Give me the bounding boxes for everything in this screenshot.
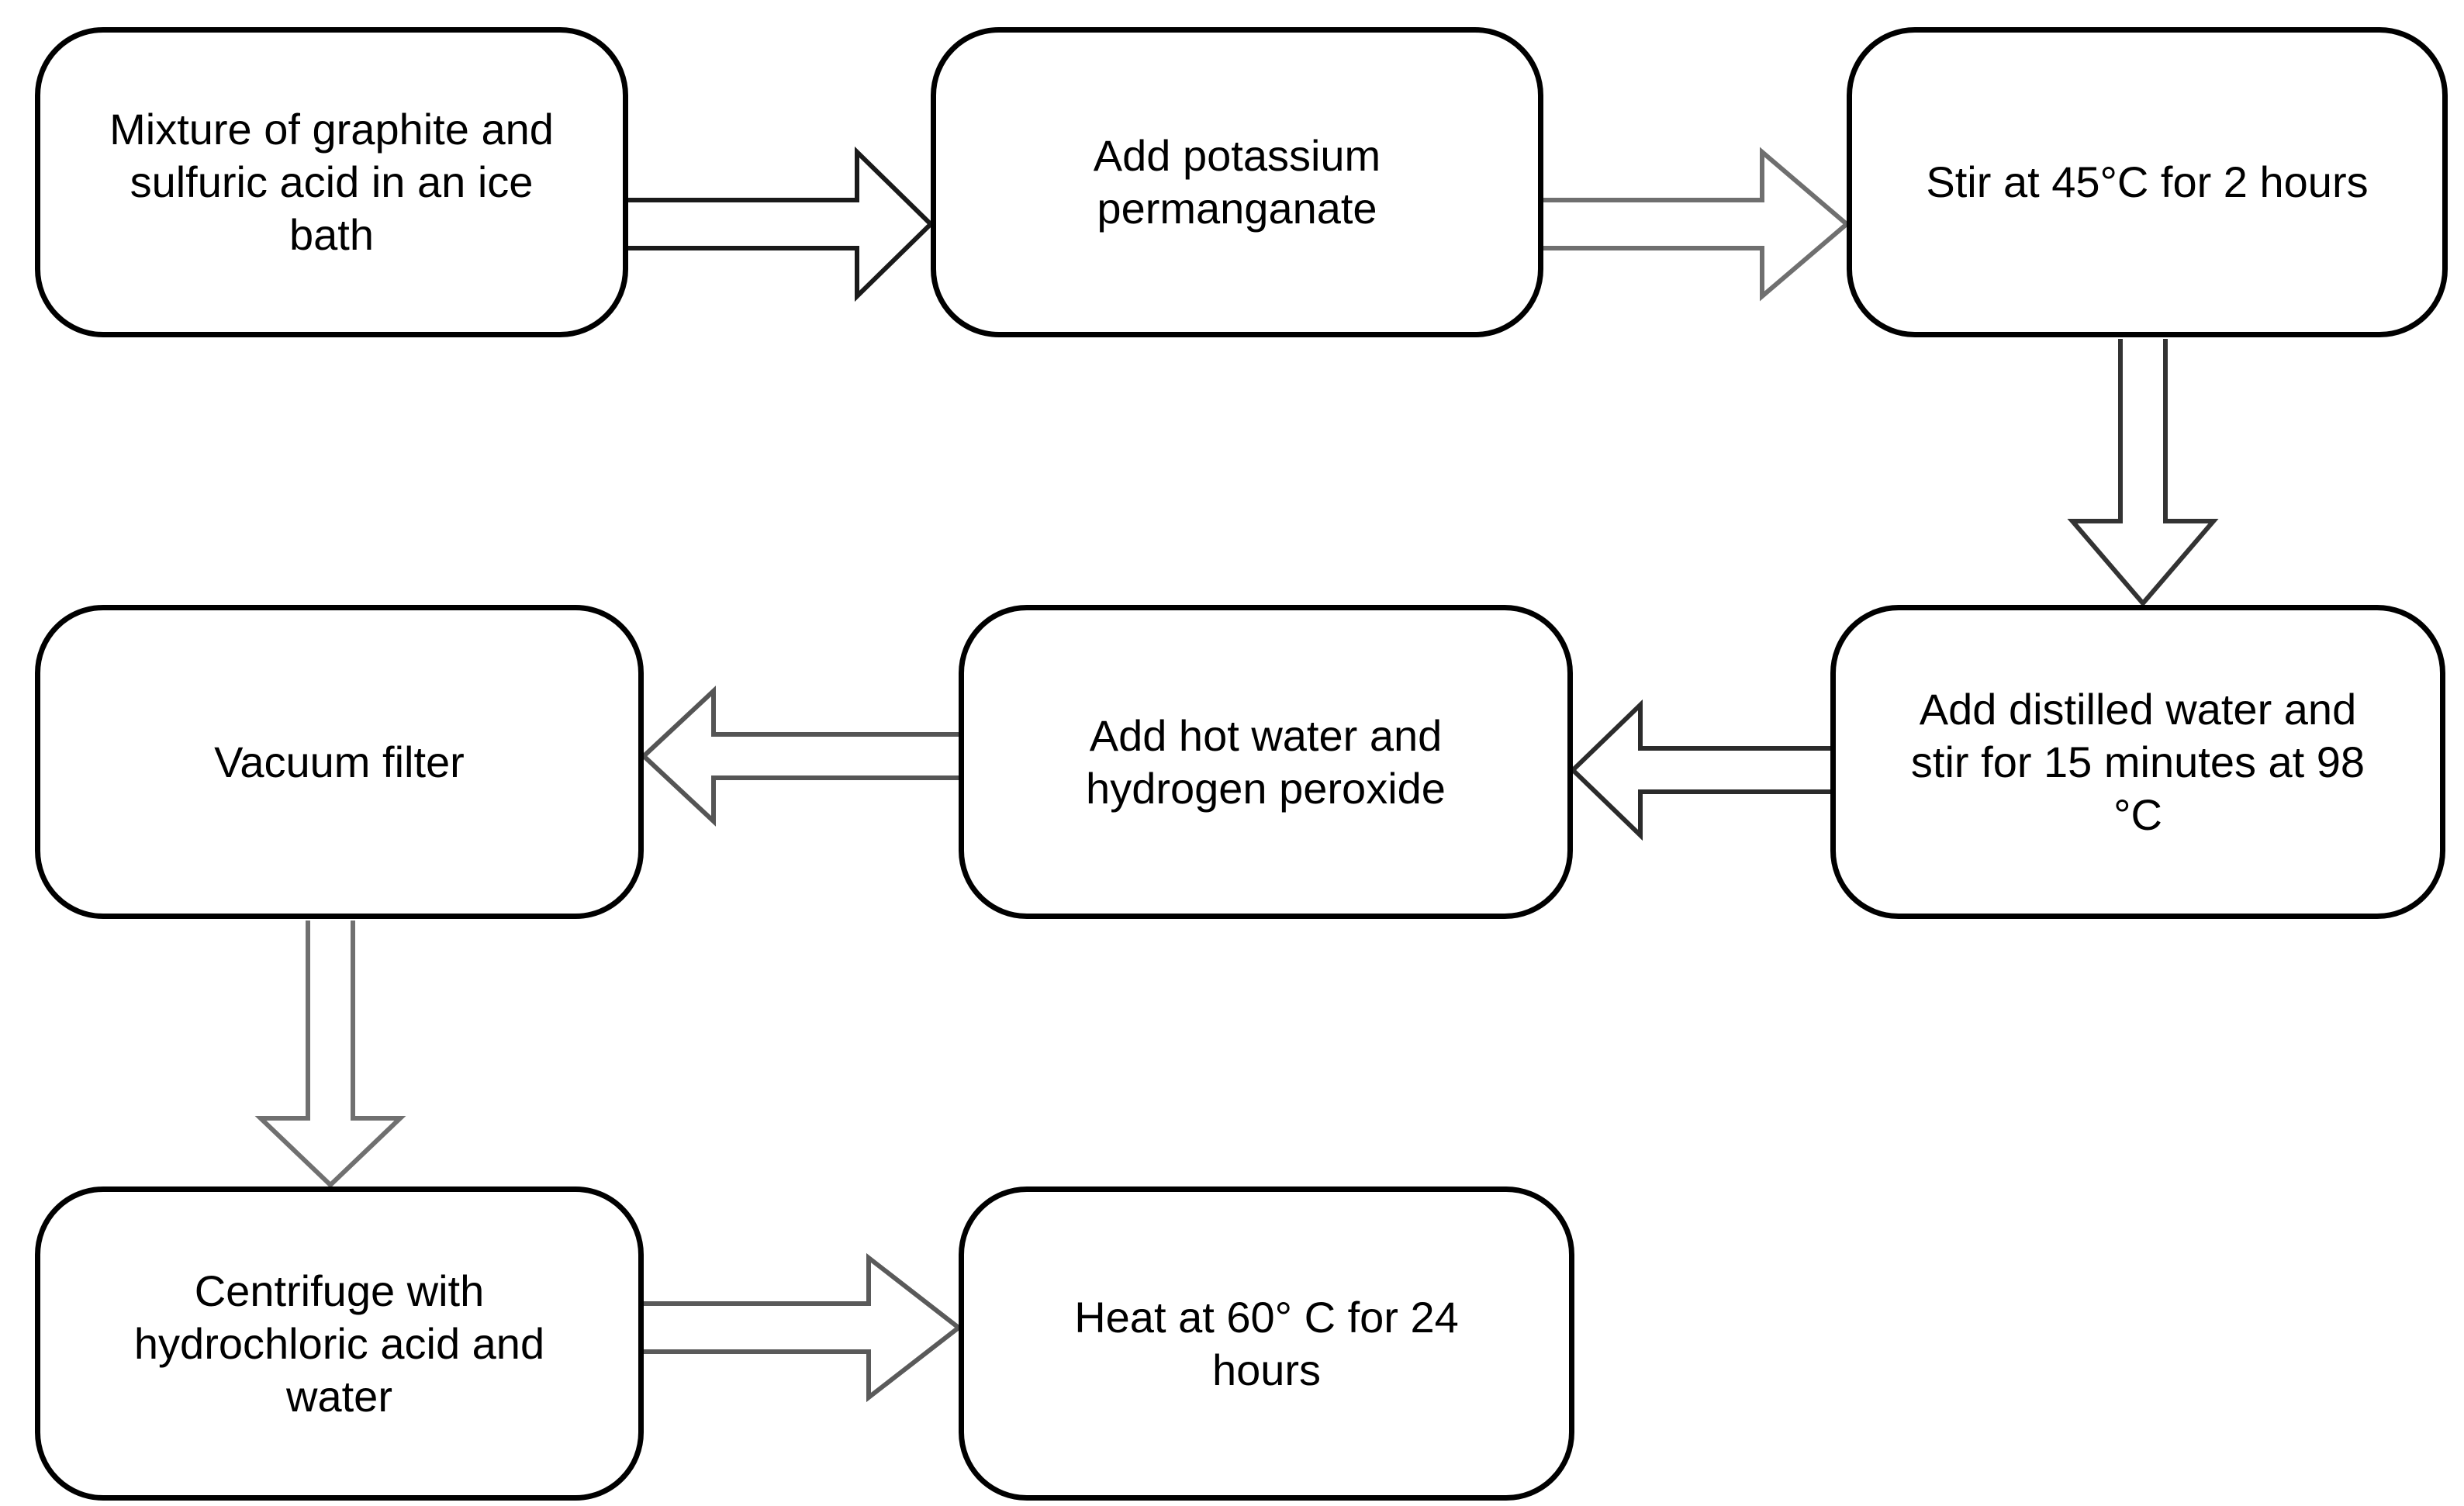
node-stir-45c-2-hours: Stir at 45°C for 2 hours [1847, 27, 2448, 337]
node-label: Heat at 60° C for 24 hours [1074, 1292, 1459, 1394]
node-label: Centrifuge with hydrochloric acid and wa… [133, 1266, 545, 1421]
arrow-centrifuge-to-heat [644, 1252, 962, 1403]
arrow-distilled-to-peroxide [1569, 699, 1830, 841]
node-mixture-graphite-sulfuric-acid: Mixture of graphite and sulfuric acid in… [35, 27, 628, 337]
arrow-peroxide-to-vacuum [640, 686, 959, 827]
node-vacuum-filter: Vacuum filter [35, 605, 644, 919]
node-centrifuge-hydrochloric-acid-water: Centrifuge with hydrochloric acid and wa… [35, 1186, 644, 1501]
arrow-vacuum-to-centrifuge [254, 921, 406, 1189]
arrow-stir-to-distilled [2067, 339, 2219, 607]
node-label: Add distilled water and stir for 15 minu… [1910, 684, 2366, 839]
node-label: Vacuum filter [214, 737, 465, 786]
node-add-potassium-permanganate: Add potassium permanganate [931, 27, 1543, 337]
node-add-hot-water-hydrogen-peroxide: Add hot water and hydrogen peroxide [959, 605, 1573, 919]
node-label: Stir at 45°C for 2 hours [1926, 157, 2369, 206]
node-label: Mixture of graphite and sulfuric acid in… [109, 105, 554, 259]
arrow-permanganate-to-stir [1543, 147, 1851, 302]
arrow-mixture-to-permanganate [628, 146, 935, 302]
node-heat-60c-24-hours: Heat at 60° C for 24 hours [959, 1186, 1574, 1501]
node-label: Add potassium permanganate [1093, 131, 1381, 233]
node-add-distilled-water-stir-98c: Add distilled water and stir for 15 minu… [1830, 605, 2445, 919]
node-label: Add hot water and hydrogen peroxide [1086, 710, 1446, 813]
